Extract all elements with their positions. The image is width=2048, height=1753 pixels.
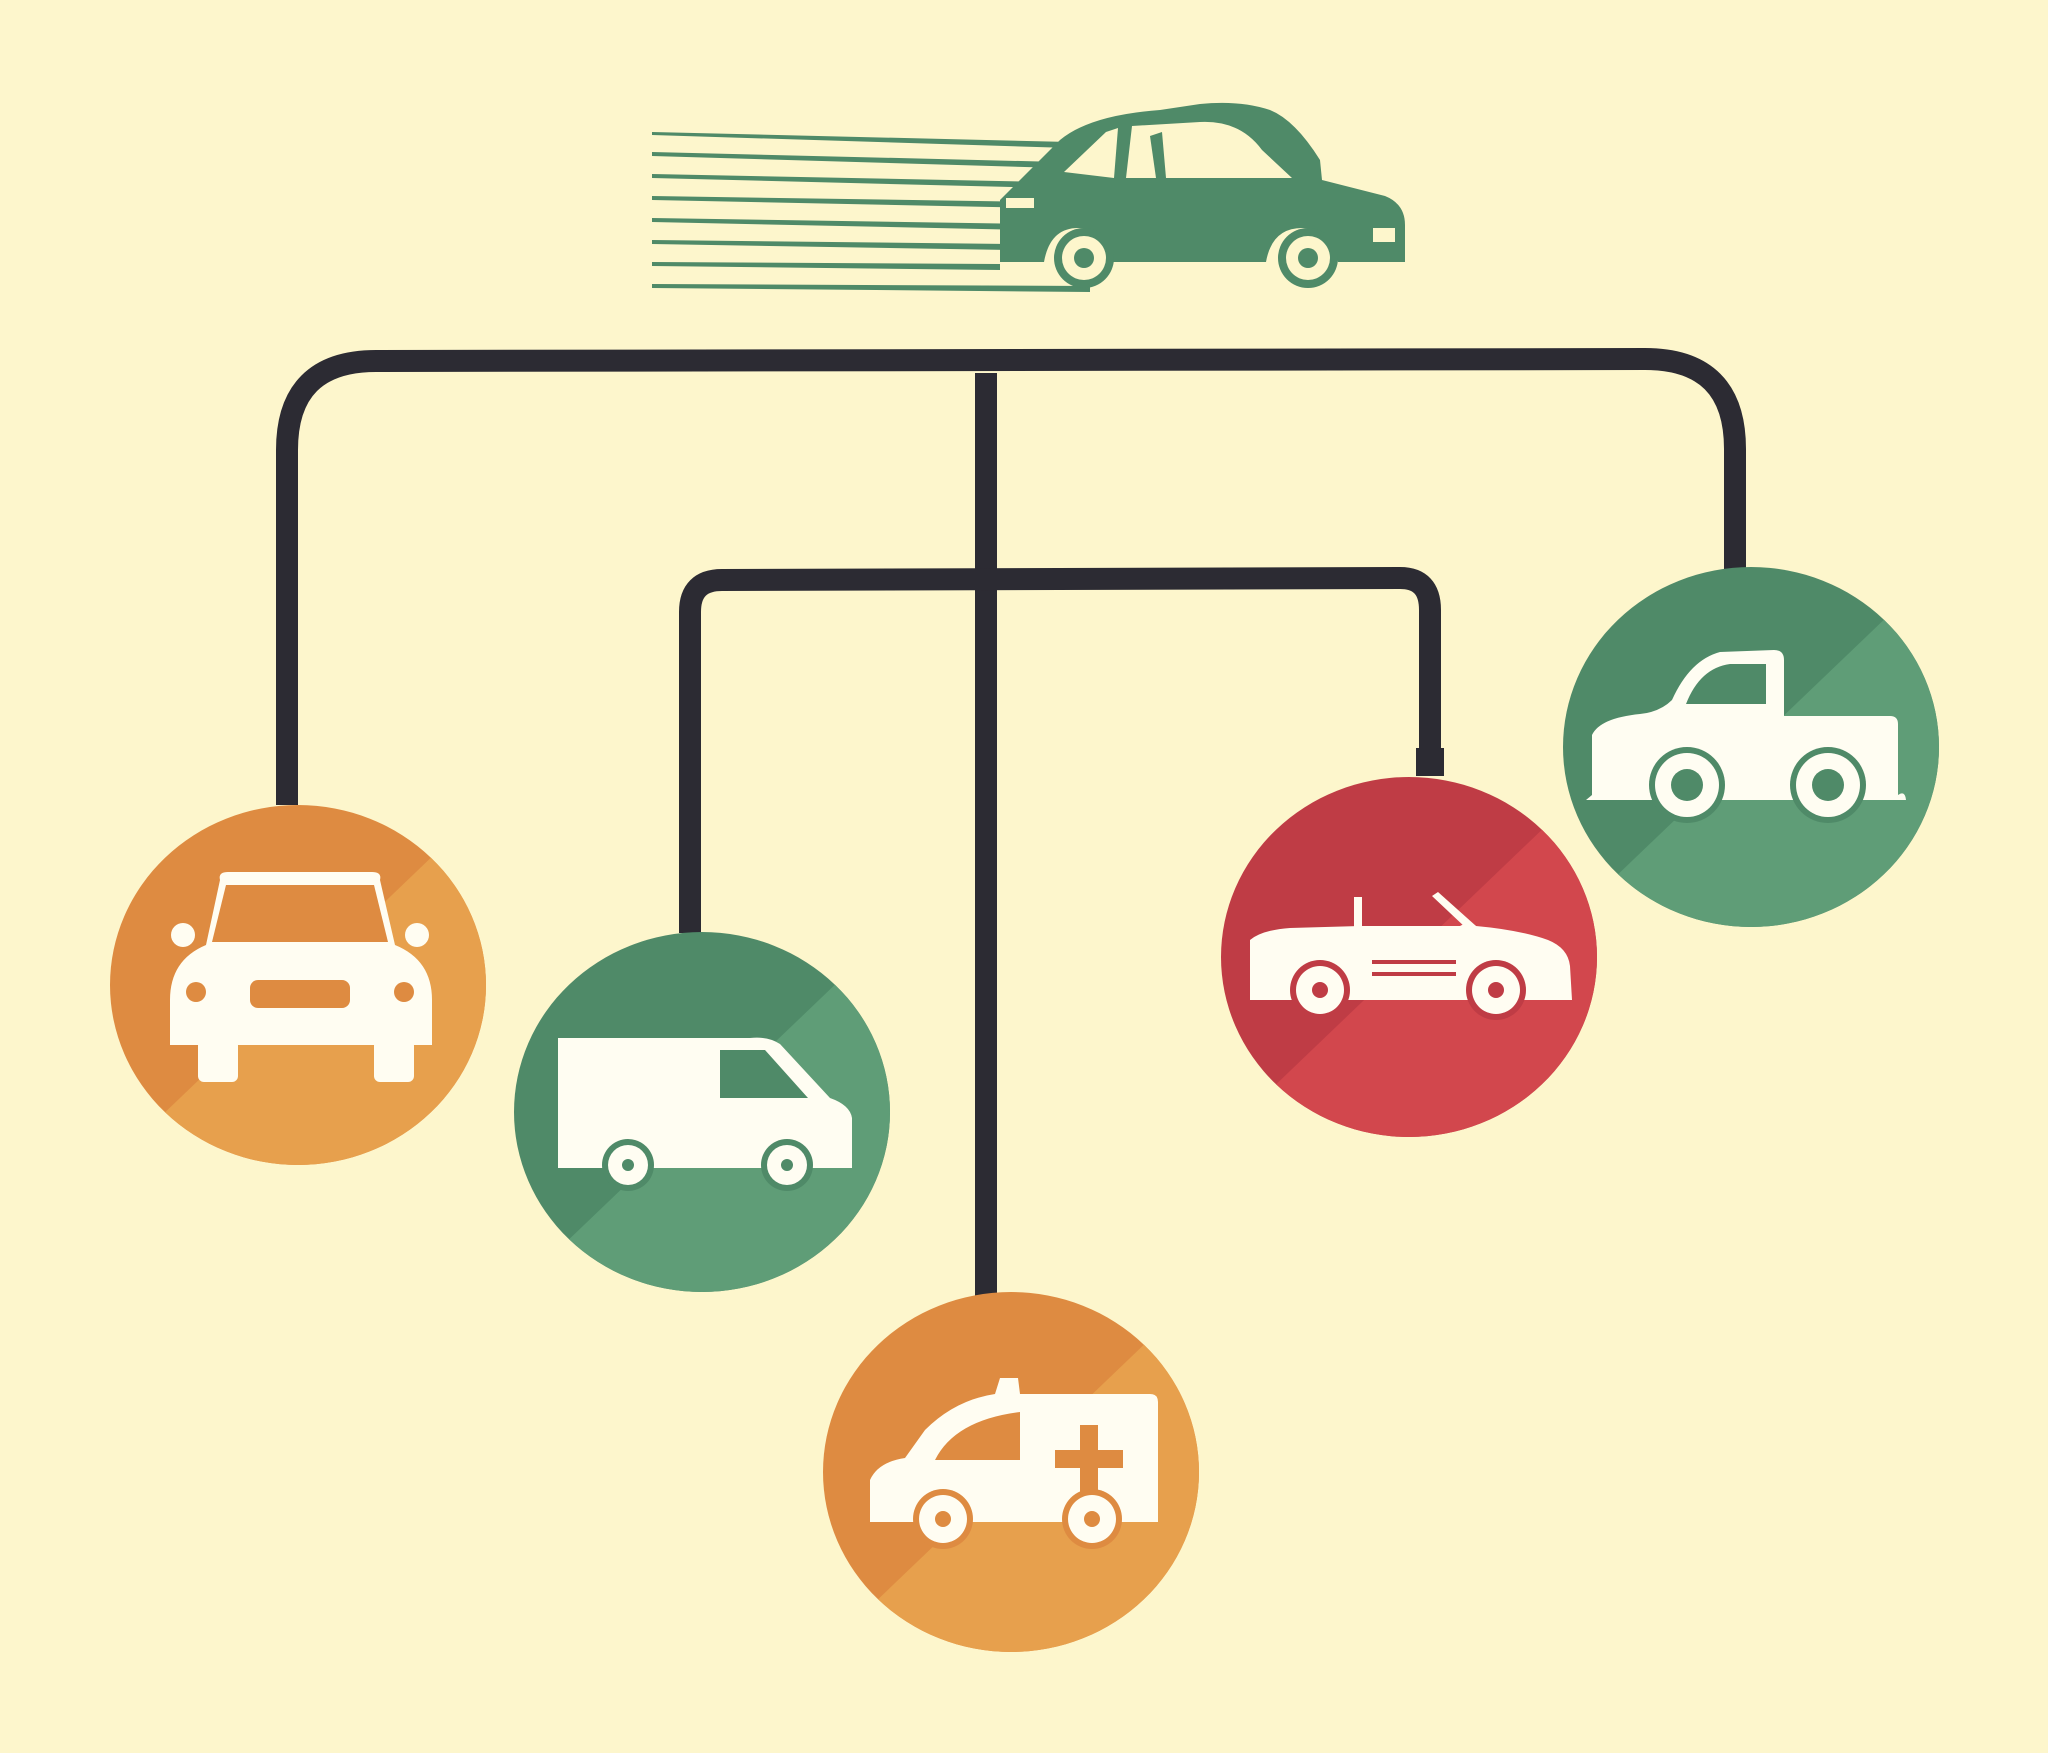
connector-lines: [276, 348, 1746, 1298]
delivery-van-icon: [558, 1037, 852, 1191]
node-pickup-truck: [1563, 567, 1939, 927]
connector-plug: [1416, 748, 1444, 776]
ambulance-icon: [870, 1378, 1158, 1549]
convertible-icon: [1250, 892, 1572, 1020]
speeding-sedan-icon: [652, 102, 1405, 292]
node-car-front: [110, 805, 486, 1165]
node-delivery-van: [514, 932, 890, 1292]
car-front-icon: [170, 872, 432, 1082]
node-ambulance: [823, 1292, 1199, 1652]
connector-mid-bar: [679, 567, 1441, 933]
node-convertible: [1221, 777, 1597, 1137]
connector-top-bar: [276, 348, 1746, 805]
pickup-truck-icon: [1586, 650, 1906, 823]
